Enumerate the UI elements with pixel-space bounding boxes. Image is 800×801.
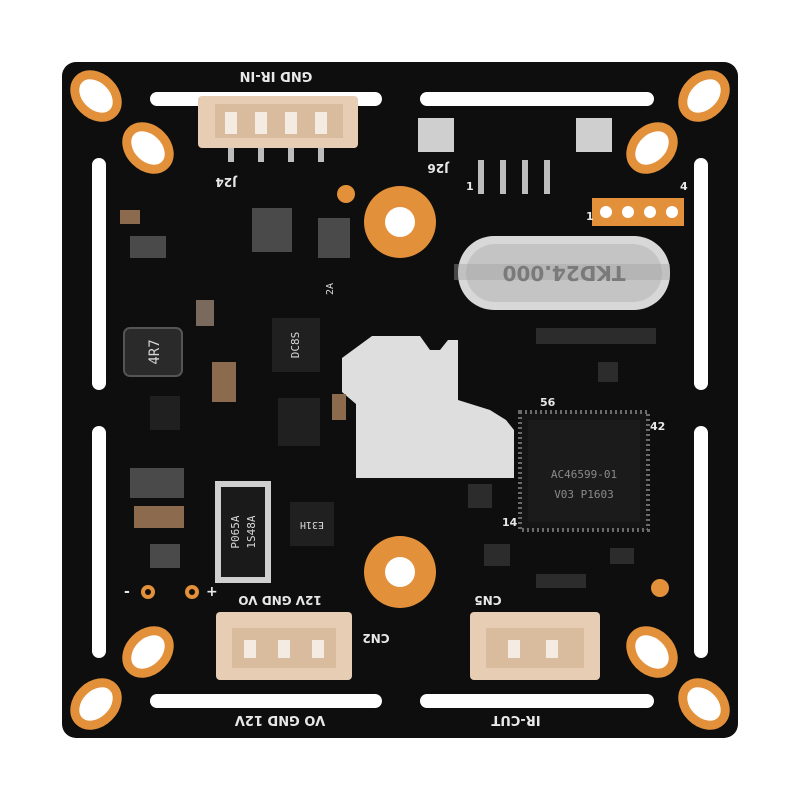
silk-pin-1-top: 1	[466, 180, 474, 193]
shield-plate	[342, 336, 514, 478]
silk-ir-cut: IR-CUT	[491, 712, 540, 727]
silk-j24: J24	[215, 175, 237, 189]
j24-connector	[198, 96, 358, 162]
mosfet-marking: E31H	[300, 519, 324, 530]
regulator-marking: DC8S	[289, 332, 302, 359]
silk-cn2: CN2	[362, 631, 389, 645]
silk-minus: -	[124, 584, 130, 600]
inductor-marking: 4R7	[147, 339, 163, 364]
silk-cn2-bottom: VO GND 12V	[235, 712, 325, 727]
smd-components	[120, 208, 656, 588]
diode-marking-line1: P065A	[229, 515, 242, 548]
inductor	[123, 327, 183, 377]
silkscreen-labels: GND IR-IN J24 J26 1 1 4 12V GND VO CN2 V…	[124, 68, 688, 727]
test-pad-holes	[145, 589, 195, 595]
center-mounting-holes	[364, 186, 436, 608]
diode-marking-line2: 1S48A	[245, 515, 258, 548]
silk-ic-pin-14: 14	[502, 516, 518, 529]
silk-plus: +	[206, 584, 218, 600]
board-slots	[92, 92, 708, 708]
j26-header-pins	[478, 160, 550, 194]
cn5-connector	[470, 612, 600, 680]
chip-markings: AC46599-01 V03 P1603 TKD24.000 4R7 P065A…	[147, 261, 625, 549]
cn2-connector	[216, 612, 352, 680]
silk-pin-4: 4	[680, 180, 688, 193]
silk-ic-pin-42: 42	[650, 420, 665, 433]
small-ic-marking: 2A	[325, 283, 336, 295]
j26-pads	[418, 118, 612, 152]
silk-j26: J26	[427, 161, 449, 175]
mounting-holes	[70, 70, 730, 730]
silk-pin-1-header: 1	[586, 210, 594, 223]
pin-header-4	[592, 198, 684, 226]
crystal-marking: TKD24.000	[503, 261, 626, 285]
main-ic	[518, 410, 650, 532]
silk-ir-in-header: GND IR-IN	[240, 68, 313, 83]
test-pads	[141, 185, 669, 599]
silk-cn2-top: 12V GND VO	[238, 593, 321, 607]
main-ic-marking-line1: AC46599-01	[551, 468, 617, 481]
diode	[215, 481, 271, 583]
main-ic-marking-line2: V03 P1603	[554, 488, 614, 501]
silk-cn5: CN5	[474, 593, 501, 607]
crystal-oscillator	[454, 236, 670, 310]
silk-ic-pin-56: 56	[540, 396, 556, 409]
